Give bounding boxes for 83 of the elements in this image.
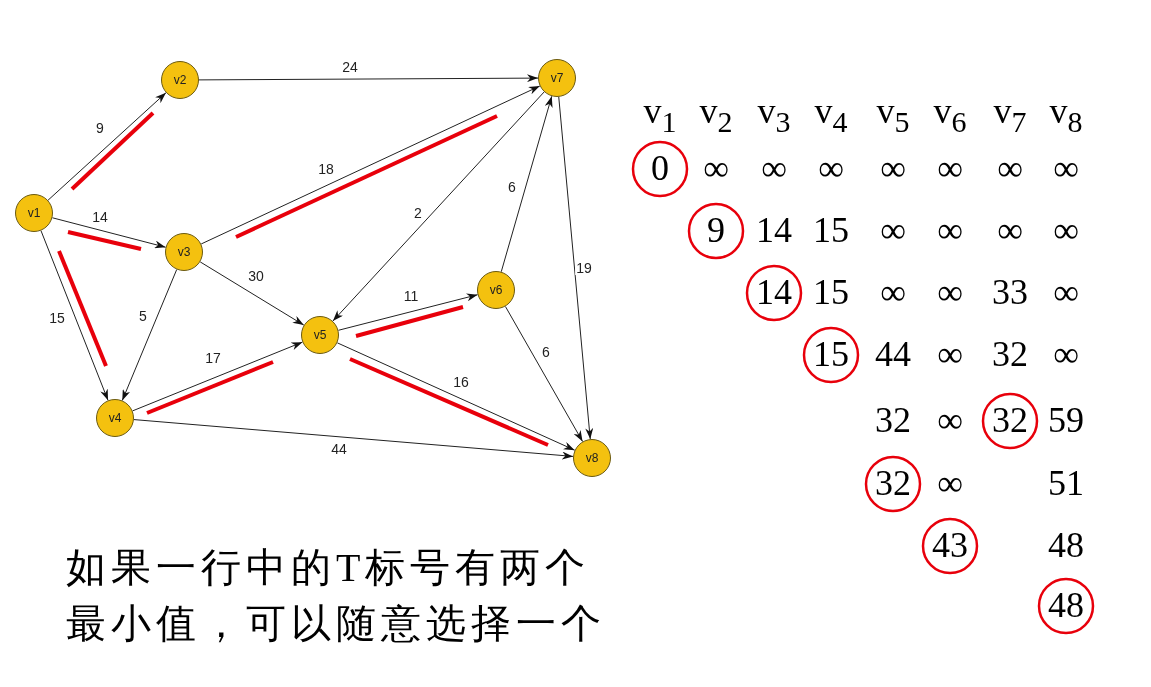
edge-label: 6 <box>541 345 551 359</box>
edge-label: 11 <box>402 289 420 303</box>
edge-label: 16 <box>452 375 470 389</box>
distance-value: 44 <box>875 336 911 372</box>
distance-value: ∞ <box>937 465 963 501</box>
distance-value: ∞ <box>937 212 963 248</box>
distance-value: 48 <box>1048 587 1084 623</box>
distance-value: ∞ <box>761 150 787 186</box>
arrow <box>199 261 305 326</box>
vertex-circle: v3 <box>165 233 203 271</box>
distance-value: 59 <box>1048 402 1084 438</box>
distance-value: ∞ <box>1053 336 1079 372</box>
distance-value: 32 <box>992 336 1028 372</box>
distance-value: 43 <box>932 527 968 563</box>
distance-value: ∞ <box>880 212 906 248</box>
column-header: v$_{2}$ <box>699 93 733 137</box>
distance-value: 14 <box>756 274 792 310</box>
distance-value: 51 <box>1048 465 1084 501</box>
distance-value: 15 <box>813 274 849 310</box>
arrow <box>132 341 303 412</box>
arrow <box>200 85 541 245</box>
vertex-circle: v7 <box>538 59 576 97</box>
distance-value: 48 <box>1048 527 1084 563</box>
column-header: v$_{4}$ <box>814 93 848 137</box>
column-header: v$_{3}$ <box>757 93 791 137</box>
vertex-circle: v1 <box>15 194 53 232</box>
edge-label: 15 <box>48 311 66 325</box>
distance-value: 14 <box>756 212 792 248</box>
distance-value: 9 <box>707 212 725 248</box>
distance-value: ∞ <box>1053 212 1079 248</box>
arrow <box>198 74 539 83</box>
edge-label: 19 <box>575 261 593 275</box>
arrow <box>121 269 178 401</box>
edge-label: 17 <box>204 351 222 365</box>
edge-label: 14 <box>91 210 109 224</box>
edge-label: 6 <box>507 180 517 194</box>
distance-value: ∞ <box>880 274 906 310</box>
column-header: v$_{6}$ <box>933 93 967 137</box>
arrow <box>337 292 479 331</box>
distance-value: ∞ <box>937 402 963 438</box>
distance-value: 32 <box>992 402 1028 438</box>
vertex-circle: v2 <box>161 61 199 99</box>
arrow <box>47 92 167 201</box>
vertex-circle: v6 <box>477 271 515 309</box>
column-header: v$_{7}$ <box>993 93 1027 137</box>
arrow <box>500 95 554 273</box>
distance-value: 15 <box>813 336 849 372</box>
distance-value: ∞ <box>997 150 1023 186</box>
edge-label: 9 <box>95 121 105 135</box>
distance-value: ∞ <box>703 150 729 186</box>
edge-label: 18 <box>317 162 335 176</box>
vertex-circle: v5 <box>301 316 339 354</box>
edge-label: 44 <box>330 442 348 456</box>
distance-value: 15 <box>813 212 849 248</box>
distance-value: 0 <box>651 150 669 186</box>
vertex-circle: v8 <box>573 439 611 477</box>
edge-label: 24 <box>341 60 359 74</box>
distance-value: ∞ <box>1053 274 1079 310</box>
column-header: v$_{1}$ <box>643 93 677 137</box>
column-header: v$_{8}$ <box>1049 93 1083 137</box>
vertex-circle: v4 <box>96 399 134 437</box>
edge-label: 5 <box>138 309 148 323</box>
arrow <box>332 91 545 322</box>
arrow <box>40 230 109 401</box>
distance-value: ∞ <box>1053 150 1079 186</box>
edge-label: 30 <box>247 269 265 283</box>
arrow <box>504 306 584 442</box>
distance-value: 32 <box>875 465 911 501</box>
arrow <box>133 419 574 460</box>
note-text: 如果一行中的T标号有两个最小值，可以随意选择一个 <box>66 544 607 648</box>
column-header: v$_{5}$ <box>876 93 910 137</box>
distance-value: ∞ <box>818 150 844 186</box>
distance-value: ∞ <box>880 150 906 186</box>
distance-value: ∞ <box>997 212 1023 248</box>
arrow <box>336 342 576 451</box>
distance-value: 33 <box>992 274 1028 310</box>
distance-value: ∞ <box>937 274 963 310</box>
distance-value: ∞ <box>937 336 963 372</box>
arrow <box>558 96 594 440</box>
distance-value: 32 <box>875 402 911 438</box>
distance-value: ∞ <box>937 150 963 186</box>
edge-label: 2 <box>413 206 423 220</box>
arrow <box>51 217 167 250</box>
